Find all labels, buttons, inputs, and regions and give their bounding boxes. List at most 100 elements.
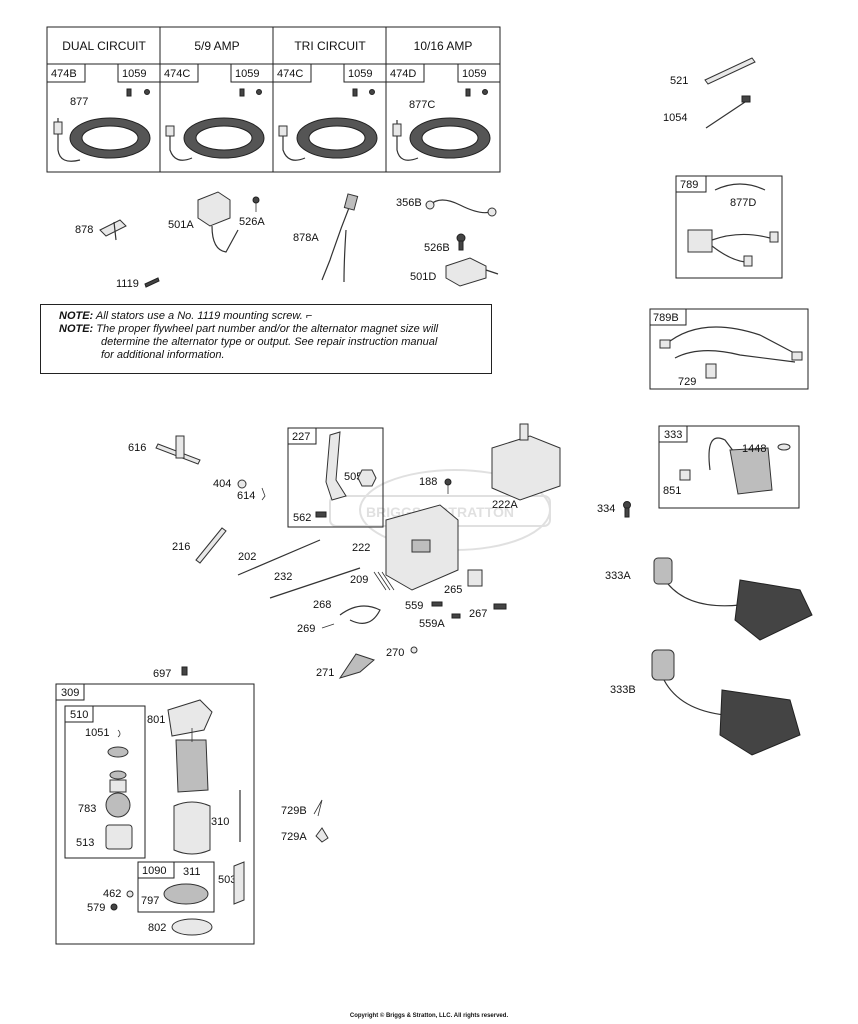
note-text: for additional information. [101,349,225,361]
svg-text:789: 789 [680,179,698,191]
part-404: 404 [213,478,247,490]
svg-text:232: 232 [274,571,292,583]
part-729B: 729B [281,799,323,817]
svg-text:1051: 1051 [85,727,109,739]
group-227: 227 505 562 [287,427,384,528]
part-697: 697 [153,666,188,680]
part-222A: 222A [491,423,561,511]
svg-text:188: 188 [419,476,437,488]
svg-text:729B: 729B [281,805,307,817]
svg-text:311: 311 [183,866,201,878]
svg-text:227: 227 [292,431,310,443]
part-269: 269 [297,623,335,635]
screw-icon: ⌐ [305,310,313,322]
note-label: NOTE: [59,323,94,335]
svg-text:209: 209 [350,574,368,586]
svg-text:789B: 789B [653,312,679,324]
svg-text:559: 559 [405,600,423,612]
svg-text:462: 462 [103,888,121,900]
part-526A: 526A [239,196,265,228]
svg-text:579: 579 [87,902,105,914]
copyright: Copyright © Briggs & Stratton, LLC. All … [349,1013,509,1019]
part-501A: 501A [168,191,239,253]
header-tri-circuit: TRI CIRCUIT [294,39,366,53]
part-1059: 1059 [235,68,259,80]
svg-text:222A: 222A [492,499,518,511]
stator-icon [53,117,151,162]
part-209: 209 [350,571,395,591]
svg-text:309: 309 [61,687,79,699]
part-232: 232 [269,567,361,599]
svg-text:510: 510 [70,709,88,721]
note-label: NOTE: [59,310,94,322]
part-616: 616 [128,435,201,465]
header-dual-circuit: DUAL CIRCUIT [62,39,146,53]
part-1059: 1059 [462,68,486,80]
svg-text:801: 801 [147,714,165,726]
part-202: 202 [237,539,321,576]
svg-text:310: 310 [211,816,229,828]
header-10-16-amp: 10/16 AMP [414,39,473,53]
part-188: 188 [419,476,452,494]
svg-text:526A: 526A [239,216,265,228]
part-474B: 474B [51,68,77,80]
svg-text:521: 521 [670,75,688,87]
group-789B: 789B 729 [649,308,809,390]
svg-text:877D: 877D [730,197,756,209]
part-356B: 356B [396,197,497,217]
stator-icon [392,117,491,161]
note-box: NOTE: All stators use a No. 1119 mountin… [40,304,492,374]
svg-text:271: 271 [316,667,334,679]
note-text: All stators use a No. 1119 mounting scre… [95,310,303,322]
svg-text:697: 697 [153,668,171,680]
svg-text:268: 268 [313,599,331,611]
part-333B: 333B [610,649,801,756]
part-1059: 1059 [122,68,146,80]
svg-text:562: 562 [293,512,311,524]
part-877: 877 [70,96,88,108]
svg-text:851: 851 [663,485,681,497]
svg-text:404: 404 [213,478,231,490]
svg-text:802: 802 [148,922,166,934]
part-1119: 1119 [116,277,160,290]
svg-text:729A: 729A [281,831,307,843]
header-5-9-amp: 5/9 AMP [194,39,239,53]
part-474C: 474C [164,68,190,80]
svg-text:333: 333 [664,429,682,441]
svg-text:501D: 501D [410,271,436,283]
svg-text:513: 513 [76,837,94,849]
group-309: 309 510 1051 783 513 801 310 1090 311 79… [55,683,255,945]
svg-text:729: 729 [678,376,696,388]
svg-text:614: 614 [237,490,255,502]
svg-text:783: 783 [78,803,96,815]
svg-text:222: 222 [352,542,370,554]
svg-text:505: 505 [344,471,362,483]
svg-text:1119: 1119 [116,278,139,290]
part-474D: 474D [390,68,416,80]
svg-text:269: 269 [297,623,315,635]
part-521: 521 [670,57,756,87]
part-878: 878 [75,219,127,241]
part-270: 270 [386,646,418,659]
part-265: 265 [444,569,483,596]
part-501D: 501D [410,257,499,287]
part-614: 614 [237,487,266,502]
svg-text:501A: 501A [168,219,194,231]
svg-text:1054: 1054 [663,112,687,124]
svg-text:616: 616 [128,442,146,454]
svg-text:202: 202 [238,551,256,563]
part-333A: 333A [605,557,813,641]
stator-icon [278,117,378,161]
svg-text:559A: 559A [419,618,445,630]
group-789: 789 877D [675,175,783,279]
svg-text:267: 267 [469,608,487,620]
svg-text:503: 503 [218,874,236,886]
part-267: 267 [469,603,507,620]
part-526B: 526B [424,233,466,254]
svg-text:333B: 333B [610,684,636,696]
part-729A: 729A [281,827,329,843]
part-878A: 878A [293,193,359,283]
part-268: 268 [313,599,381,624]
svg-text:1090: 1090 [142,865,166,877]
stator-table: DUAL CIRCUIT 5/9 AMP TRI CIRCUIT 10/16 A… [46,26,501,173]
